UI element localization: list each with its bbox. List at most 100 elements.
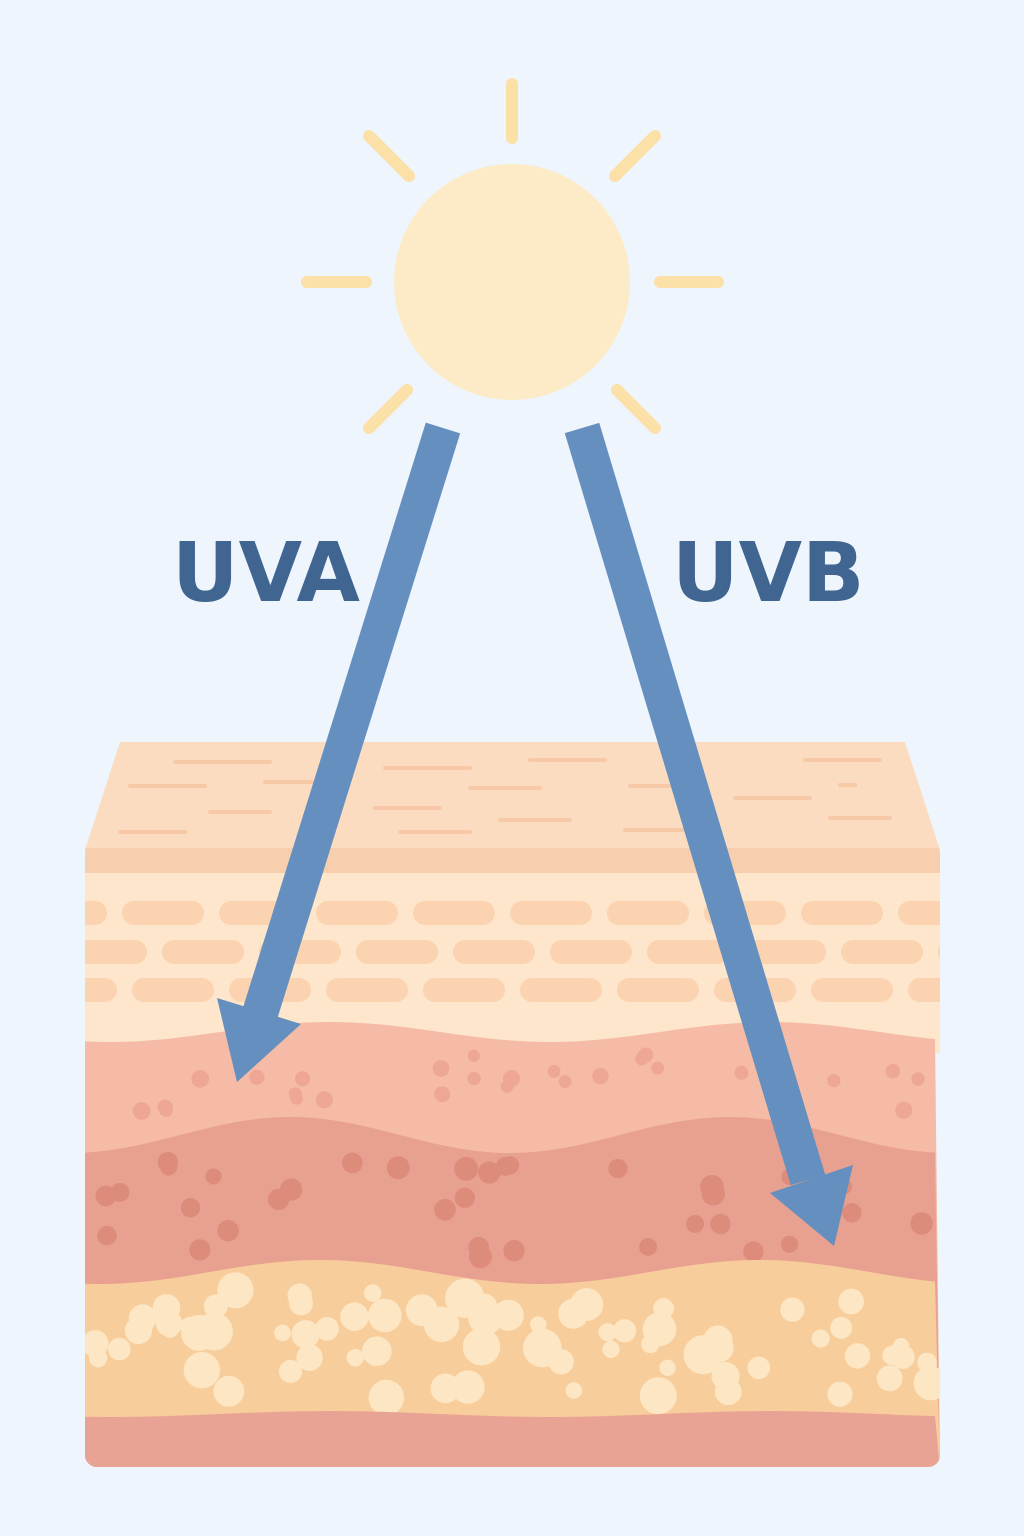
epidermis-cell — [423, 978, 505, 1002]
fat-cell — [315, 1316, 339, 1341]
epidermis-cell — [85, 940, 147, 964]
stratum-band — [85, 848, 940, 873]
dermis-dot — [467, 1071, 481, 1086]
dermis-dot — [547, 1065, 561, 1078]
dermis-dot — [895, 1101, 913, 1119]
fat-cell — [296, 1344, 323, 1371]
dermis-dot — [386, 1156, 410, 1180]
fat-cell — [830, 1316, 853, 1339]
fat-cell — [602, 1340, 620, 1359]
epidermis-cell — [908, 978, 940, 1002]
dermis-dot — [279, 1178, 303, 1201]
dermis-dot — [468, 1245, 493, 1269]
epidermis-cell — [617, 978, 699, 1002]
dermis-dot — [734, 1065, 749, 1080]
dermis-dot — [205, 1168, 222, 1185]
dermis-dot — [249, 1069, 265, 1085]
fat-cell — [530, 1316, 547, 1333]
dermis-dot — [842, 1203, 862, 1223]
dermis-dot — [160, 1158, 178, 1176]
fat-cell — [368, 1298, 402, 1333]
dermis-dot — [432, 1060, 450, 1077]
uvb-label: UVB — [672, 526, 865, 621]
dermis-dot — [95, 1185, 117, 1207]
fat-cell — [161, 1319, 180, 1338]
fat-cell — [368, 1379, 405, 1416]
fat-cell — [88, 1348, 108, 1368]
fat-cell — [642, 1312, 677, 1347]
fat-cell — [340, 1302, 369, 1331]
fat-cell — [913, 1366, 940, 1401]
epidermis-cell — [647, 940, 729, 964]
epidermis-cell — [316, 901, 398, 925]
dermis-dot — [503, 1239, 525, 1262]
epidermis-cell — [413, 901, 495, 925]
uva-label: UVA — [172, 526, 360, 621]
dermis-dot — [743, 1241, 764, 1262]
epidermis-cell — [162, 940, 244, 964]
epidermis-cell — [938, 940, 940, 964]
dermis-dot — [686, 1214, 705, 1233]
dermis-dot — [558, 1075, 572, 1089]
dermis-dot — [180, 1198, 201, 1218]
dermis-dot — [132, 1102, 151, 1120]
fat-cell — [462, 1328, 501, 1366]
dermis-dot — [159, 1103, 173, 1117]
fat-cell — [213, 1375, 245, 1407]
dermis-dot — [710, 1213, 731, 1235]
uva-arrow-icon — [217, 422, 461, 1082]
dermis-dot — [290, 1091, 303, 1105]
fat-cell — [291, 1320, 320, 1349]
fat-cell — [180, 1316, 199, 1336]
sun-rays — [301, 78, 724, 434]
epidermis-cell — [356, 940, 438, 964]
epidermis-cell — [132, 978, 214, 1002]
dermis-dot — [910, 1212, 933, 1235]
dermis-dot — [478, 1161, 501, 1184]
sun-icon — [301, 78, 724, 434]
dermis-dot — [434, 1198, 456, 1221]
fat-cell — [107, 1337, 131, 1361]
dermis-dot — [97, 1225, 117, 1246]
fat-cell — [363, 1284, 382, 1302]
fat-cell — [274, 1324, 291, 1342]
epidermis-cell — [326, 978, 408, 1002]
fat-cell — [203, 1294, 228, 1319]
dermis-dot — [592, 1067, 609, 1085]
epidermis-cell — [744, 940, 826, 964]
dermis-dot — [454, 1187, 475, 1208]
skin-cross-section — [85, 742, 940, 1467]
fat-cell — [639, 1377, 677, 1415]
fat-cell — [714, 1378, 742, 1406]
fat-cells — [85, 1272, 940, 1416]
dermis-dot — [885, 1063, 901, 1079]
fat-cell — [598, 1323, 617, 1342]
fat-cell — [346, 1348, 364, 1367]
dermis-dot — [294, 1071, 311, 1087]
fat-cell — [882, 1345, 902, 1366]
epidermis-cell — [550, 940, 632, 964]
dermis-upper-dots — [132, 1047, 925, 1120]
fat-cell — [747, 1356, 771, 1380]
dermis-dot — [502, 1070, 521, 1088]
epidermis-cell — [898, 901, 940, 925]
fat-cell — [565, 1382, 583, 1399]
epidermis-cell — [520, 978, 602, 1002]
epidermis-cell — [801, 901, 883, 925]
dermis-dot — [315, 1091, 333, 1109]
dermis-dot — [454, 1156, 479, 1181]
dermis-dot — [827, 1073, 841, 1088]
fat-cell — [613, 1319, 637, 1343]
fat-cell — [217, 1272, 254, 1309]
surface-texture — [118, 758, 892, 834]
skin-surface — [85, 742, 940, 850]
dermis-dot — [701, 1182, 725, 1206]
fat-cell — [523, 1328, 562, 1368]
uvb-arrow-icon — [564, 422, 853, 1246]
fat-cell — [362, 1336, 392, 1367]
fat-cell — [838, 1288, 865, 1315]
fat-cell — [194, 1312, 233, 1351]
fat-cell — [423, 1306, 460, 1343]
dermis-dot — [434, 1086, 451, 1103]
